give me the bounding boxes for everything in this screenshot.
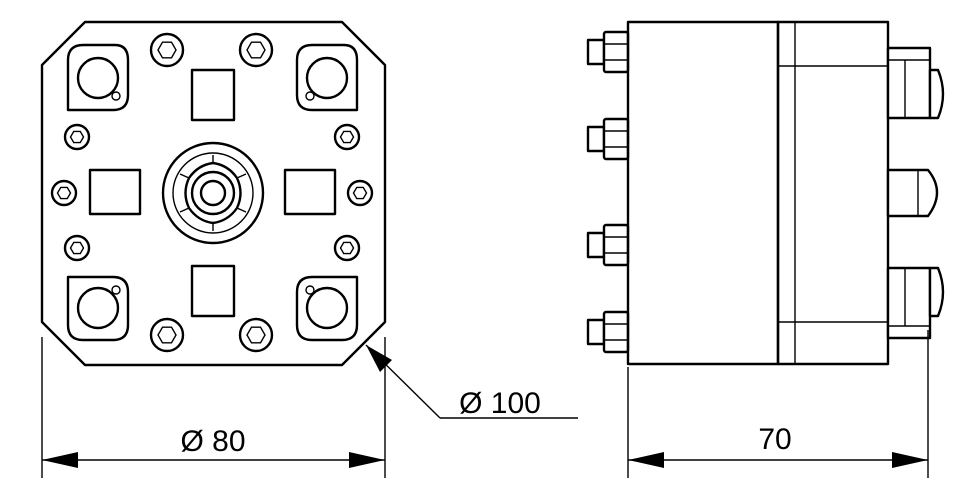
hex-bolt-bottom-right (238, 317, 274, 353)
side-view (586, 20, 945, 366)
clamp-pocket-bottom-right (295, 275, 359, 342)
hex-bolt-top-right (238, 32, 274, 68)
dimension-label-width: Ø 80 (180, 425, 245, 458)
dimension-corner-diameter: Ø 100 (365, 344, 578, 420)
slot-left (88, 168, 142, 216)
side-body-left (626, 20, 780, 366)
clamp-top (886, 46, 945, 120)
front-plate-outline (40, 20, 387, 367)
slot-right (283, 168, 337, 216)
clamp-bottom (886, 266, 945, 340)
central-chuck (161, 141, 265, 245)
hex-bolt-small-left-2 (50, 179, 78, 207)
clamp-pocket-top-left (66, 43, 130, 112)
hex-bolt-small-right-2 (346, 179, 374, 207)
stud-2 (586, 117, 630, 161)
hex-bolt-bottom-left (149, 317, 185, 353)
hex-bolt-top-left (149, 32, 185, 68)
center-pin (886, 168, 939, 218)
slot-bottom (190, 264, 236, 318)
dimension-label-depth: 70 (758, 423, 791, 456)
stud-3 (586, 223, 630, 267)
clamp-pocket-bottom-left (66, 275, 130, 342)
stud-4 (586, 310, 630, 354)
front-view (40, 20, 387, 367)
clamp-pocket-top-right (295, 43, 359, 112)
hex-bolt-small-left-3 (63, 234, 91, 262)
dimension-side-depth: 70 (627, 330, 929, 478)
dimension-label-corner-diameter: Ø 100 (459, 387, 541, 420)
hex-bolt-small-right-1 (333, 123, 361, 151)
slot-top (190, 68, 236, 122)
dimension-front-width: Ø 80 (41, 337, 386, 478)
hex-bolt-small-left-1 (63, 123, 91, 151)
hex-bolt-small-right-3 (333, 234, 361, 262)
stud-1 (586, 30, 630, 74)
